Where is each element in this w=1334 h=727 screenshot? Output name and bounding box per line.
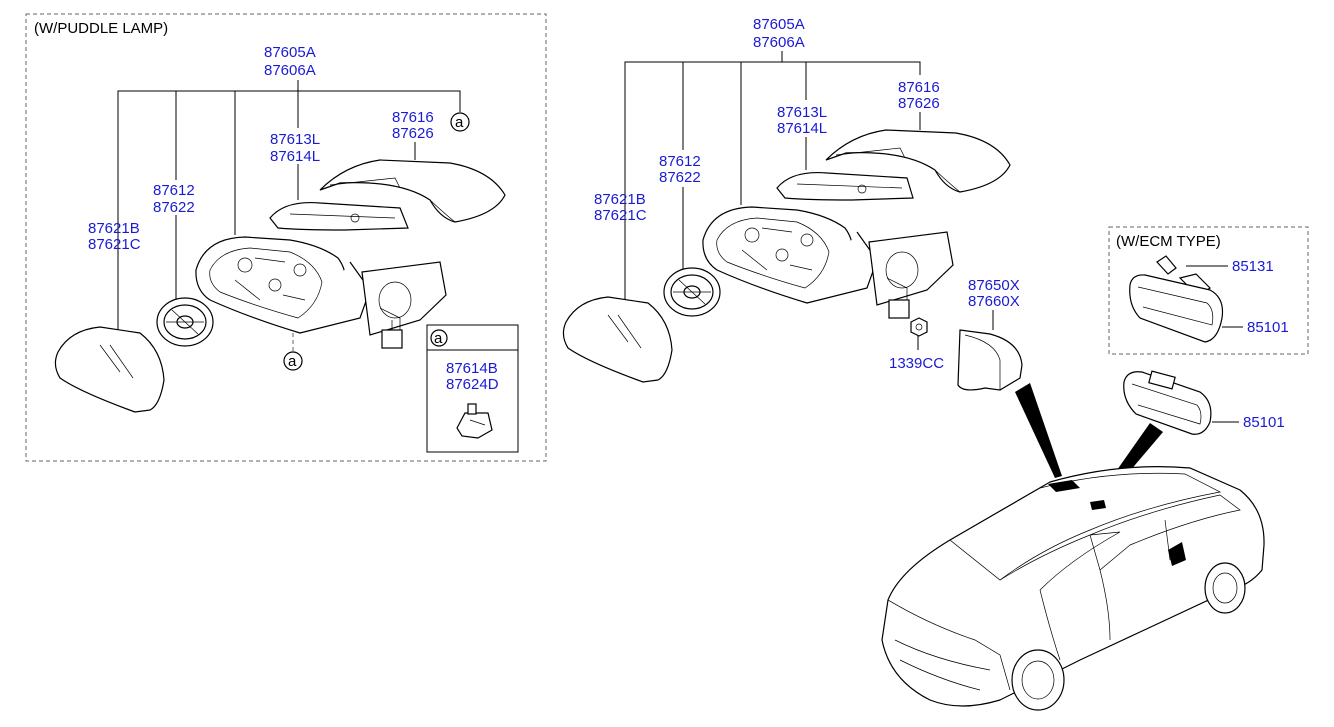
label-87621B-left[interactable]: 87621B: [88, 220, 140, 237]
label-87605A-mid[interactable]: 87605A: [753, 16, 805, 33]
label-87650X[interactable]: 87650X: [968, 277, 1020, 294]
mirror-glass-left: [54, 326, 165, 413]
ref-circle-a-top: [450, 112, 470, 132]
leader-assembly-left: [117, 90, 461, 333]
mirror-base-mid: [868, 231, 954, 319]
label-85101-ecm[interactable]: 85101: [1247, 319, 1289, 336]
label-87626-left[interactable]: 87626: [392, 125, 434, 142]
label-87614L-mid[interactable]: 87614L: [777, 120, 827, 137]
inside-mirror-part: [1123, 371, 1212, 435]
label-87606A-mid[interactable]: 87606A: [753, 34, 805, 51]
inset-ref-label: a: [434, 330, 443, 347]
label-87622-left[interactable]: 87622: [153, 199, 195, 216]
car-side-mirror: [1168, 542, 1186, 566]
ref-circle-a-top-label: a: [455, 114, 464, 131]
puddle-lamp-group: (W/PUDDLE LAMP) 87605A 87606A 87616 8762…: [25, 13, 547, 462]
mirror-cover-left: [319, 159, 506, 223]
label-87612-mid[interactable]: 87612: [659, 153, 701, 170]
mirror-housing-left: [195, 236, 371, 334]
label-87613L-mid[interactable]: 87613L: [777, 104, 827, 121]
pointer-outside-mirror: [1015, 383, 1062, 478]
ref-circle-a-bottom: [283, 351, 303, 371]
label-87606A-left[interactable]: 87606A: [264, 62, 316, 79]
ref-circle-a-bottom-label: a: [288, 353, 297, 370]
ecm-type-title: (W/ECM TYPE): [1116, 233, 1221, 250]
delta-trim: [957, 329, 1023, 391]
label-87614B[interactable]: 87614B: [446, 360, 498, 377]
turn-lamp-mid: [776, 171, 914, 201]
label-87660X[interactable]: 87660X: [968, 293, 1020, 310]
label-87616-mid[interactable]: 87616: [898, 79, 940, 96]
ecm-type-frame: [1108, 226, 1309, 355]
leader-assembly-mid: [624, 61, 921, 303]
actuator-left: [156, 297, 214, 347]
puddle-lamp-title: (W/PUDDLE LAMP): [34, 20, 168, 37]
standard-mirror-group: 87605A 87606A 87616 87626 87613L 87614L …: [562, 16, 1023, 391]
label-87616-left[interactable]: 87616: [392, 109, 434, 126]
label-1339CC[interactable]: 1339CC: [889, 355, 944, 372]
mirror-housing-mid: [702, 206, 878, 304]
label-85131[interactable]: 85131: [1232, 258, 1274, 275]
mirror-base-left: [361, 261, 447, 349]
car-outside-mirror: [1048, 480, 1080, 492]
puddle-lamp-frame: [25, 13, 547, 462]
turn-lamp-left: [269, 201, 409, 231]
label-87621C-mid[interactable]: 87621C: [594, 207, 647, 224]
puddle-lamp-part: [456, 412, 493, 439]
ecm-type-group: (W/ECM TYPE) 85131 85101: [1108, 226, 1309, 355]
car-inside-mirror: [1090, 500, 1106, 510]
label-85101[interactable]: 85101: [1243, 414, 1285, 431]
label-87621C-left[interactable]: 87621C: [88, 236, 141, 253]
label-87614L-left[interactable]: 87614L: [270, 148, 320, 165]
mirror-cover-mid: [825, 129, 1011, 193]
label-87621B-mid[interactable]: 87621B: [594, 191, 646, 208]
ecm-bracket-part: [1156, 255, 1177, 275]
label-87624D[interactable]: 87624D: [446, 376, 499, 393]
inside-mirror-group: 85101: [1123, 370, 1285, 435]
nut-part: [910, 317, 928, 337]
label-87622-mid[interactable]: 87622: [659, 169, 701, 186]
label-87612-left[interactable]: 87612: [153, 182, 195, 199]
mirror-glass-mid: [562, 296, 673, 383]
ecm-mirror-part: [1129, 274, 1224, 343]
label-87605A-left[interactable]: 87605A: [264, 44, 316, 61]
inset-puddle-lamp: a 87614B 87624D: [426, 324, 519, 453]
label-87626-mid[interactable]: 87626: [898, 95, 940, 112]
label-87613L-left[interactable]: 87613L: [270, 131, 320, 148]
actuator-mid: [663, 267, 721, 317]
car-illustration: [881, 383, 1265, 711]
inset-ref-circle: [430, 329, 448, 347]
